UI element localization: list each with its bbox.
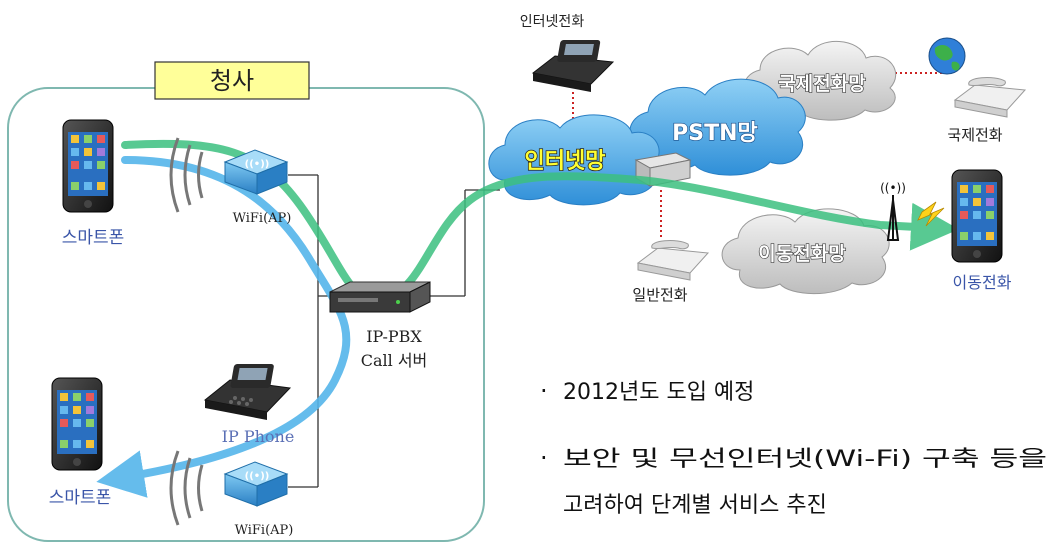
smartphone-top — [62, 119, 114, 213]
lightning-icon — [917, 201, 945, 227]
ip-pbx-server — [329, 281, 431, 313]
svg-text:((•)): ((•)) — [245, 159, 270, 170]
cloud-pstn-label: PSTN망 — [672, 121, 758, 146]
ip-phone — [203, 364, 292, 420]
office-title: 청사 — [210, 67, 254, 95]
svg-text:((•)): ((•)) — [880, 181, 906, 195]
antenna-icon: ((•)) — [880, 181, 906, 241]
cloud-pstn: PSTN망 — [629, 78, 806, 176]
svg-text:((•)): ((•)) — [245, 471, 270, 482]
note-line-2: 보안 및 무선인터넷(Wi-Fi) 구축 등을 — [563, 447, 1047, 472]
pbx-label-line1: IP-PBX — [366, 327, 422, 346]
note-line-3: 고려하여 단계별 서비스 추진 — [563, 493, 827, 518]
mobile-phone-label: 이동전화 — [953, 273, 1012, 292]
wifi-ap-bottom: ((•)) — [223, 461, 289, 507]
ip-phone-label: IP Phone — [222, 427, 295, 446]
note-line-1: 2012년도 도입 예정 — [563, 380, 754, 405]
smartphone-top-label: 스마트폰 — [62, 228, 125, 248]
cloud-international-label: 국제전화망 — [778, 73, 866, 95]
wifi-ap-bottom-label: WiFi(AP) — [235, 523, 294, 538]
smartphone-bottom-label: 스마트폰 — [49, 488, 112, 508]
wifi-ap-top-label: WiFi(AP) — [233, 211, 292, 226]
general-phone-label: 일반전화 — [632, 286, 687, 304]
cloud-internet-label: 인터넷망 — [525, 149, 606, 174]
globe-icon — [928, 37, 966, 75]
pbx-label-line2: Call 서버 — [361, 351, 428, 370]
cloud-internet: 인터넷망 — [488, 114, 660, 206]
wifi-signal-bottom — [169, 450, 204, 526]
intl-phone-device — [953, 77, 1027, 118]
general-phone-device — [636, 240, 710, 281]
note-bullet-2: · — [540, 444, 548, 472]
wifi-signal-top — [169, 137, 204, 213]
internet-phone-device — [531, 40, 615, 92]
office-title-box: 청사 — [154, 61, 310, 100]
internet-phone-label: 인터넷전화 — [520, 14, 585, 30]
cloud-mobile: 이동전화망 — [721, 208, 890, 295]
note-bullet-1: · — [540, 377, 548, 405]
mobile-phone-device — [951, 169, 1003, 263]
wifi-ap-top: ((•)) — [223, 149, 289, 195]
cloud-mobile-label: 이동전화망 — [758, 243, 846, 265]
notes: · 2012년도 도입 예정 · 보안 및 무선인터넷(Wi-Fi) 구축 등을… — [540, 377, 1047, 518]
smartphone-bottom — [51, 377, 103, 471]
intl-phone-label: 국제전화 — [947, 126, 1002, 144]
